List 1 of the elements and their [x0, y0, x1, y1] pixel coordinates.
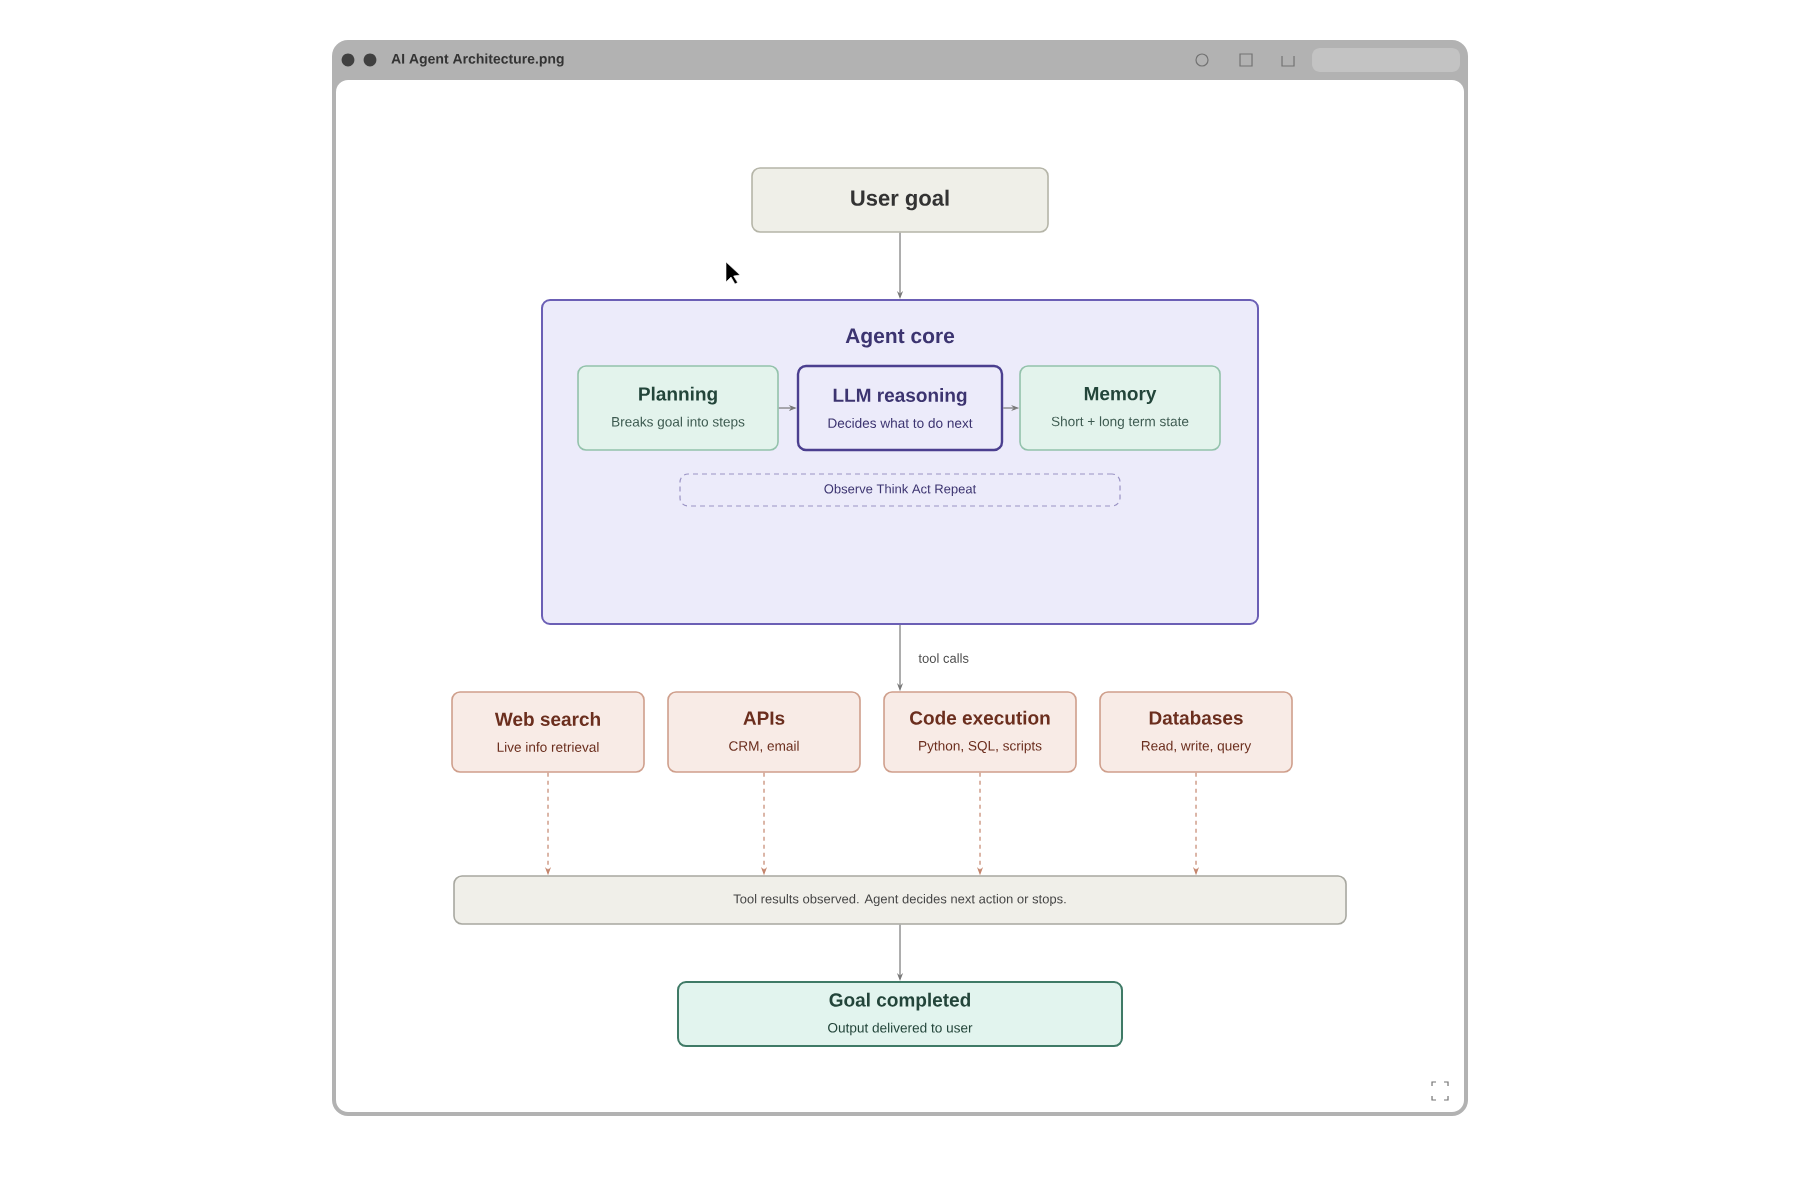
goal-box: User goal: [751, 167, 1049, 233]
